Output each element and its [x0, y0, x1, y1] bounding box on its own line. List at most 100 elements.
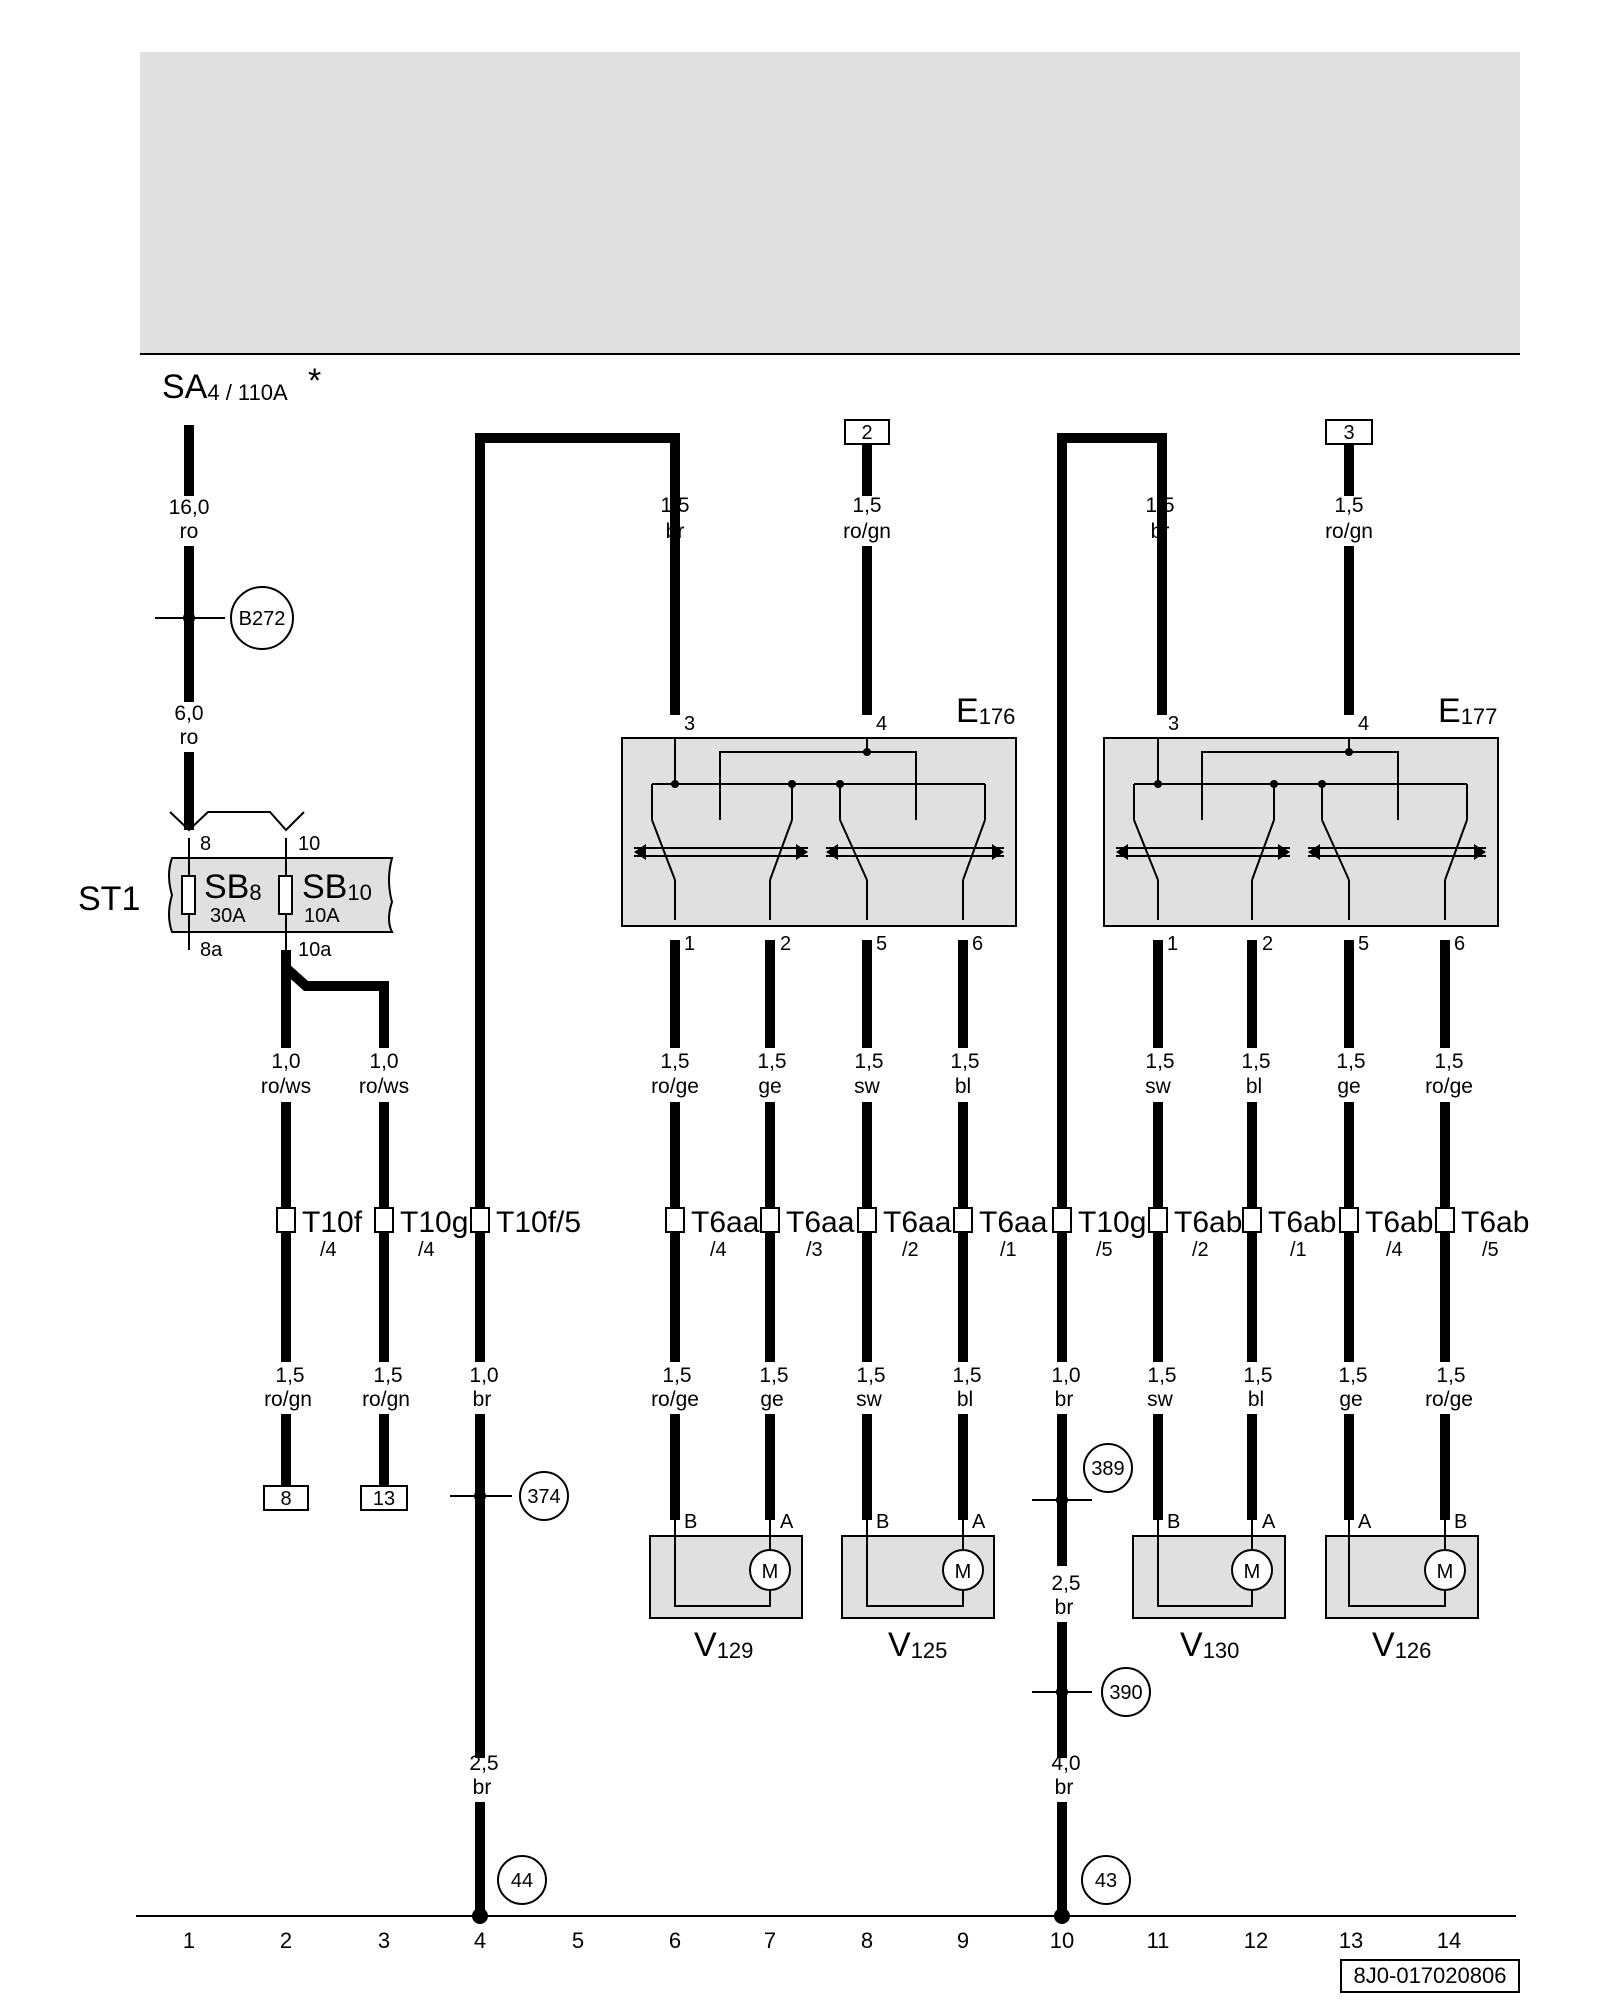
- conn-t6ab-4-main: T6ab: [1365, 1206, 1433, 1239]
- wl-c10-lower-size: 1,0: [1051, 1364, 1080, 1387]
- e176-node-2: [788, 780, 796, 788]
- motor-v130-symbol: M: [1244, 1561, 1261, 1583]
- wl-c1-top-color: ro: [180, 520, 199, 543]
- wl-c8-upper-size: 1,5: [854, 1050, 883, 1073]
- conn-t10f-4-main: T10f: [302, 1206, 363, 1239]
- splice-389-dot: [1056, 1494, 1068, 1506]
- motor-v129-pin-b: B: [684, 1511, 697, 1533]
- motor-v130-pin-b: B: [1167, 1511, 1180, 1533]
- e176-pin-5: 5: [876, 933, 887, 955]
- wl-c2-upper-size: 1,0: [271, 1050, 300, 1073]
- conn-t6aa-3-main: T6aa: [786, 1206, 855, 1239]
- wl-c3-lower-size: 1,5: [373, 1364, 402, 1387]
- header-band: [140, 52, 1520, 354]
- wl-c4-bottom-size: 2,5: [469, 1752, 498, 1775]
- wl-c8-top-size: 1,5: [852, 494, 881, 517]
- splice-374-dot: [474, 1490, 486, 1502]
- conn-t6aa-4: T6aa: [691, 1206, 760, 1239]
- e177-pin-5: 5: [1358, 933, 1369, 955]
- e176-arrow-left-2: [826, 844, 838, 860]
- motor-v130-symbol-ring: [1231, 1549, 1273, 1591]
- ref-374-circle: [519, 1471, 569, 1521]
- motor-v125-pin-b: B: [876, 1511, 889, 1533]
- conn-t6aa-1-main: T6aa: [979, 1206, 1048, 1239]
- e177-pin-6: 6: [1454, 933, 1465, 955]
- grid-8: 8: [861, 1928, 873, 1953]
- wire-c10-loop: [1057, 433, 1167, 1362]
- wl-c14-lower-size: 1,5: [1436, 1364, 1465, 1387]
- conn-t6aa-4-sub: /4: [710, 1239, 727, 1261]
- motor-v130-pin-a: A: [1262, 1511, 1276, 1533]
- conn-t10g-4: T10g: [400, 1206, 468, 1239]
- e177-arrow-right-1: [1278, 844, 1290, 860]
- fuse-sb10-label: SB10: [302, 868, 372, 906]
- fuse-bridge: [169, 811, 305, 832]
- e176-arrow-right-2: [992, 844, 1004, 860]
- e177-internals: [1116, 738, 1486, 920]
- wl-c11-lower-color: sw: [1147, 1388, 1174, 1411]
- conn-t6aa-3-sub: /3: [806, 1239, 823, 1261]
- wl-c13-top-size: 1,5: [1334, 494, 1363, 517]
- grid-9: 9: [957, 1928, 969, 1953]
- ref-box-8-text: 8: [280, 1488, 291, 1510]
- ref-374-text: 374: [527, 1486, 560, 1508]
- wl-c6-top-color: br: [666, 520, 685, 543]
- wl-c1-mid-color: ro: [180, 726, 199, 749]
- ref-390-circle: [1101, 1667, 1151, 1717]
- wl-c6-lower-color: ro/ge: [651, 1388, 699, 1411]
- sa-label-star: *: [308, 362, 321, 400]
- harness-upper-wires: [670, 940, 1450, 1048]
- wl-c3-upper-color: ro/ws: [359, 1075, 409, 1098]
- wl-c9-upper-color: bl: [955, 1075, 971, 1098]
- conn-t6aa-2: T6aa: [883, 1206, 952, 1239]
- wl-c14-upper-color: ro/ge: [1425, 1075, 1473, 1098]
- wl-c10-mid-color: br: [1055, 1596, 1074, 1619]
- wl-c7-upper-size: 1,5: [757, 1050, 786, 1073]
- wl-c8-top-color: ro/gn: [843, 520, 891, 543]
- ref-44-text: 44: [511, 1870, 533, 1892]
- fuse-sb8-body: [181, 875, 196, 915]
- ref-43-text: 43: [1095, 1870, 1117, 1892]
- e176-pin-6: 6: [972, 933, 983, 955]
- motor-v126-symbol-ring: [1424, 1549, 1466, 1591]
- wl-c1-mid-size: 6,0: [174, 702, 203, 725]
- conn-t6ab-2-sub: /2: [1192, 1239, 1209, 1261]
- conn-t10g-4-sub: /4: [418, 1239, 435, 1261]
- pin-10a-out: 10a: [298, 939, 332, 961]
- motor-v125-label: V125: [888, 1626, 947, 1664]
- wl-c11-lower-size: 1,5: [1147, 1364, 1176, 1387]
- wl-c8-lower-color: sw: [856, 1388, 883, 1411]
- wl-c12-upper-color: bl: [1246, 1075, 1262, 1098]
- ref-44-circle: [497, 1855, 547, 1905]
- e176-node-1: [671, 780, 679, 788]
- e177-node-1: [1154, 780, 1162, 788]
- doc-id: 8J0-017020806: [1354, 1963, 1507, 1988]
- wire-c4-loop: [475, 433, 680, 1362]
- e176-internals: [634, 738, 1004, 920]
- e177-arrow-left-2: [1308, 844, 1320, 860]
- e176-arrow-right-1: [796, 844, 808, 860]
- fuse-sb8-rating: 30A: [210, 905, 246, 927]
- wl-c9-lower-color: bl: [957, 1388, 973, 1411]
- motor-v125-num: 125: [911, 1638, 948, 1663]
- e177-node-3: [1345, 748, 1353, 756]
- wl-c4-lower-color: br: [473, 1388, 492, 1411]
- ref-389-text: 389: [1091, 1458, 1124, 1480]
- wl-c14-lower-color: ro/ge: [1425, 1388, 1473, 1411]
- fuse-sb8-num: 8: [249, 880, 261, 905]
- wl-c8-upper-color: sw: [854, 1075, 881, 1098]
- wl-c13-top-color: ro/gn: [1325, 520, 1373, 543]
- e177-arrow-left-1: [1116, 844, 1128, 860]
- wire-c2-c3-split: [281, 950, 389, 1048]
- conn-t6ab-1-sub: /1: [1290, 1239, 1307, 1261]
- motor-v129-pin-a: A: [780, 1511, 794, 1533]
- conn-t10g-5: T10g: [1078, 1206, 1146, 1239]
- conn-t6aa-1: T6aa: [979, 1206, 1048, 1239]
- conn-t10g-5-sub: /5: [1096, 1239, 1113, 1261]
- motor-v130-label: V130: [1180, 1626, 1239, 1664]
- switch-e176-num: 176: [979, 704, 1016, 729]
- e176-node-4: [836, 780, 844, 788]
- wl-c7-upper-color: ge: [758, 1075, 781, 1098]
- motor-v129-label: V129: [694, 1626, 753, 1664]
- conn-t6ab-2: T6ab: [1174, 1206, 1242, 1239]
